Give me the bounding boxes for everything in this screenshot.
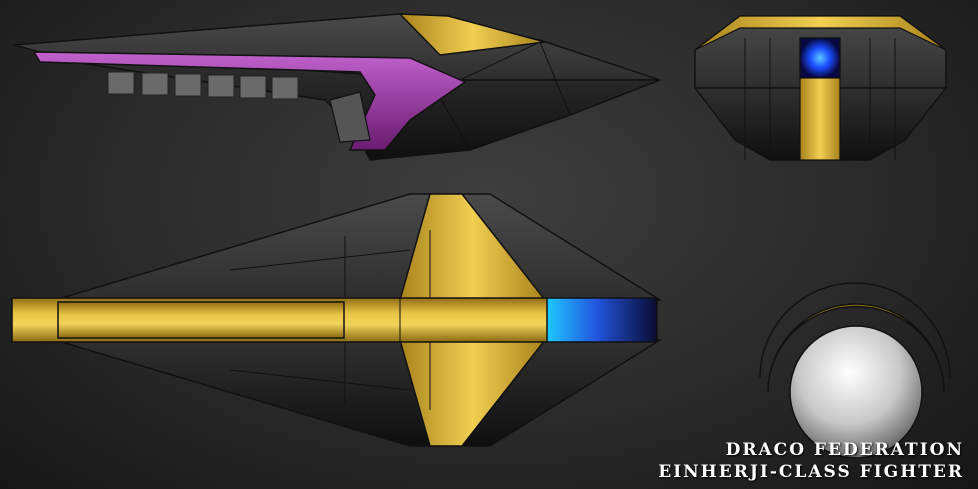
top-engine-exhaust — [546, 297, 658, 343]
side-vent — [207, 74, 235, 98]
side-purple-stripe — [32, 51, 467, 151]
rear-view — [759, 282, 951, 459]
side-vent — [239, 75, 267, 99]
top-hull-lower — [54, 339, 663, 447]
side-vent — [107, 71, 135, 95]
side-view — [13, 13, 661, 161]
top-spine-groove — [57, 301, 345, 339]
caption-faction: DRACO FEDERATION — [725, 440, 964, 460]
rear-purple-ring — [759, 282, 951, 379]
rear-cockpit-sphere — [789, 325, 923, 459]
top-hull-upper — [54, 193, 663, 301]
rear-gold-ring — [767, 303, 945, 393]
caption-ship-class: EINHERJI-CLASS FIGHTER — [658, 462, 964, 482]
top-view — [11, 193, 663, 447]
side-engine-block — [329, 91, 371, 143]
side-vent — [271, 76, 299, 100]
ship-caption: DRACO FEDERATION EINHERJI-CLASS FIGHTER — [658, 439, 964, 483]
front-view — [693, 15, 948, 161]
front-blue-sensor — [799, 37, 841, 79]
side-vent — [174, 73, 202, 97]
side-vent — [141, 72, 169, 96]
side-gold-fin — [398, 13, 546, 56]
front-gold-crest — [694, 15, 947, 51]
